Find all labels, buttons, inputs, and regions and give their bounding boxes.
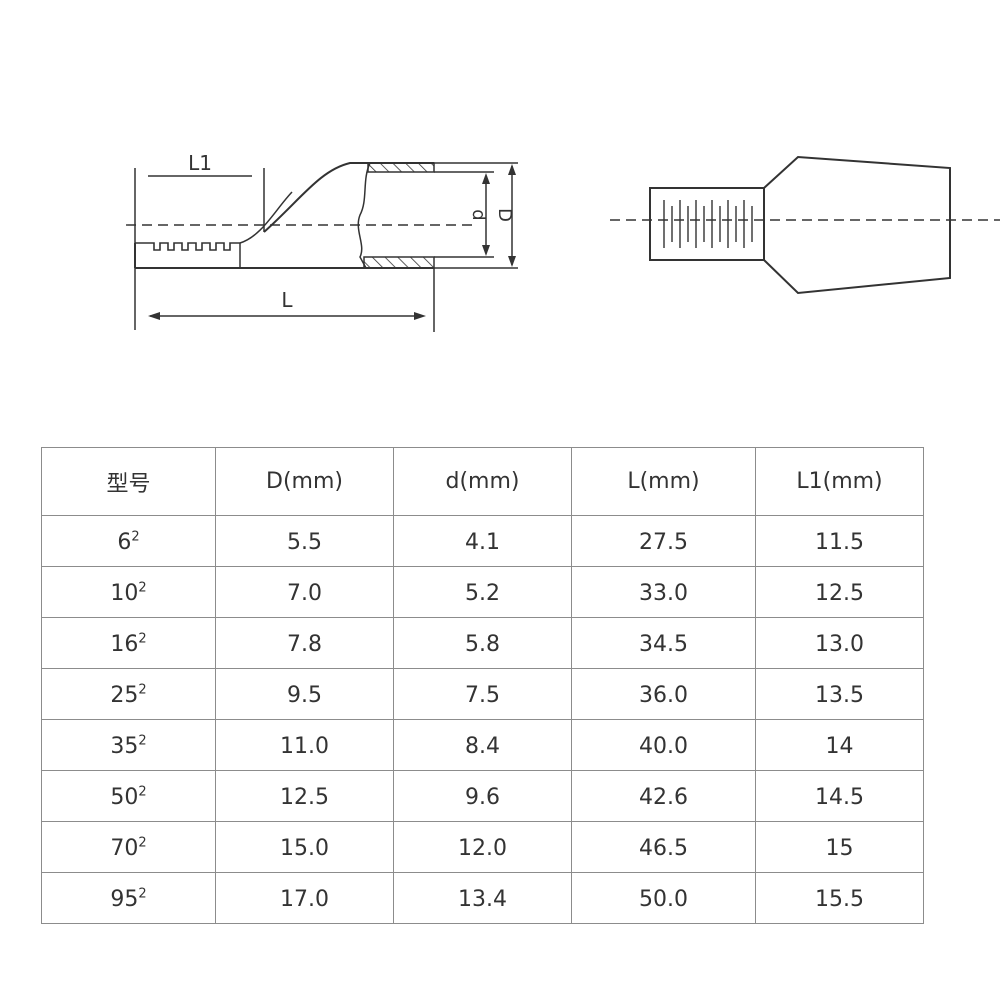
- cell-barrel-length: 15: [755, 821, 924, 873]
- cell-inner-diameter: 8.4: [393, 719, 572, 771]
- header-inner-diameter: d(mm): [393, 447, 572, 516]
- cell-length: 46.5: [571, 821, 756, 873]
- cell-inner-diameter: 7.5: [393, 668, 572, 720]
- cell-barrel-length: 14: [755, 719, 924, 771]
- cell-outer-diameter: 12.5: [215, 770, 394, 822]
- model-size: 50: [110, 784, 139, 810]
- model-superscript: 2: [138, 835, 147, 851]
- cell-model: 502: [41, 770, 216, 822]
- header-length: L(mm): [571, 447, 756, 516]
- terminal-drawing: L1 L d D: [126, 151, 1000, 332]
- model-superscript: 2: [138, 682, 147, 698]
- cell-inner-diameter: 9.6: [393, 770, 572, 822]
- cell-length: 33.0: [571, 566, 756, 618]
- model-size: 10: [110, 580, 139, 606]
- cell-length: 42.6: [571, 770, 756, 822]
- label-big-d: D: [494, 208, 515, 222]
- cell-inner-diameter: 5.2: [393, 566, 572, 618]
- model-superscript: 2: [138, 784, 147, 800]
- model-superscript: 2: [138, 886, 147, 902]
- cell-length: 27.5: [571, 515, 756, 567]
- cell-outer-diameter: 5.5: [215, 515, 394, 567]
- model-superscript: 2: [138, 580, 147, 596]
- cell-outer-diameter: 7.8: [215, 617, 394, 669]
- cell-inner-diameter: 13.4: [393, 872, 572, 924]
- header-model: 型号: [41, 447, 216, 516]
- label-l1: L1: [188, 151, 212, 175]
- model-superscript: 2: [131, 529, 140, 545]
- cell-model: 702: [41, 821, 216, 873]
- label-d: d: [468, 209, 489, 220]
- cell-barrel-length: 14.5: [755, 770, 924, 822]
- table-header-row: 型号 D(mm) d(mm) L(mm) L1(mm): [41, 447, 924, 516]
- cell-model: 352: [41, 719, 216, 771]
- model-size: 35: [110, 733, 139, 759]
- model-size: 16: [110, 631, 139, 657]
- cell-outer-diameter: 11.0: [215, 719, 394, 771]
- model-size: 6: [117, 529, 132, 555]
- model-superscript: 2: [138, 631, 147, 647]
- cell-model: 162: [41, 617, 216, 669]
- model-size: 95: [110, 886, 139, 912]
- cell-length: 36.0: [571, 668, 756, 720]
- model-superscript: 2: [138, 733, 147, 749]
- header-barrel-length: L1(mm): [755, 447, 924, 516]
- cell-barrel-length: 13.0: [755, 617, 924, 669]
- cell-inner-diameter: 4.1: [393, 515, 572, 567]
- cell-outer-diameter: 17.0: [215, 872, 394, 924]
- front-view: [610, 155, 1000, 295]
- model-size: 70: [110, 835, 139, 861]
- header-outer-diameter: D(mm): [215, 447, 394, 516]
- cell-outer-diameter: 15.0: [215, 821, 394, 873]
- cell-model: 62: [41, 515, 216, 567]
- cell-outer-diameter: 7.0: [215, 566, 394, 618]
- model-size: 25: [110, 682, 139, 708]
- label-l: L: [281, 288, 293, 312]
- side-section-view: [126, 162, 518, 332]
- cell-model: 952: [41, 872, 216, 924]
- cell-model: 102: [41, 566, 216, 618]
- cell-length: 34.5: [571, 617, 756, 669]
- cell-inner-diameter: 12.0: [393, 821, 572, 873]
- cell-barrel-length: 11.5: [755, 515, 924, 567]
- cell-model: 252: [41, 668, 216, 720]
- cell-barrel-length: 13.5: [755, 668, 924, 720]
- cell-barrel-length: 12.5: [755, 566, 924, 618]
- cell-outer-diameter: 9.5: [215, 668, 394, 720]
- cell-length: 40.0: [571, 719, 756, 771]
- cell-length: 50.0: [571, 872, 756, 924]
- cell-inner-diameter: 5.8: [393, 617, 572, 669]
- cell-barrel-length: 15.5: [755, 872, 924, 924]
